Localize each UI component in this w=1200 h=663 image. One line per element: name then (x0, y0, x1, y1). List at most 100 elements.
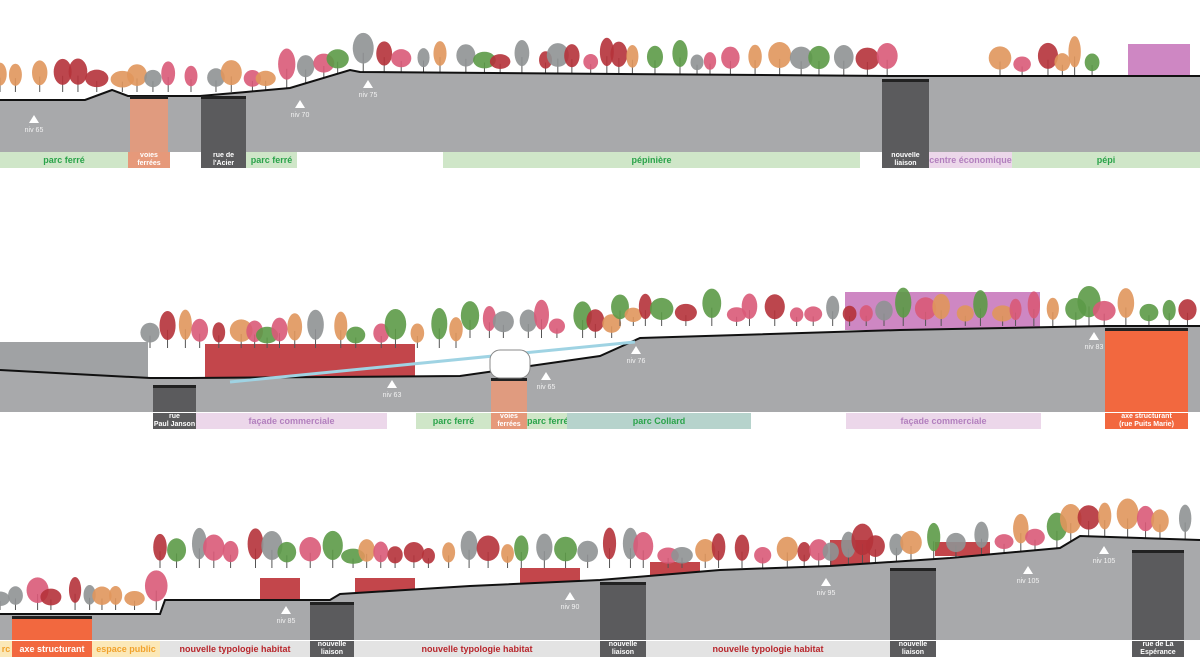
shaft-deck (890, 568, 936, 571)
level-label: niv 65 (25, 127, 44, 134)
zone-rail: voies ferrées (491, 413, 527, 429)
level-marker (387, 380, 397, 388)
zone-road: nouvelle liaison (890, 641, 936, 657)
tree (391, 49, 412, 68)
tree (734, 534, 750, 561)
tree (988, 46, 1012, 70)
axis-shaft (1105, 328, 1188, 412)
tree (992, 305, 1014, 322)
road-shaft (600, 582, 646, 640)
tree (748, 44, 762, 69)
shaft-deck (882, 79, 929, 82)
building (1128, 44, 1190, 80)
tree (421, 548, 435, 564)
zone-rail: voies ferrées (128, 152, 170, 168)
level-label: niv 105 (1093, 558, 1116, 565)
tree (191, 318, 209, 342)
tree (1116, 498, 1139, 530)
zone-yellow: rc (0, 641, 12, 657)
tree (1162, 299, 1176, 321)
tree (776, 536, 798, 561)
tree (1013, 56, 1031, 72)
zone-grey: nouvelle typologie habitat (646, 641, 890, 657)
tree (203, 534, 225, 561)
level-marker (541, 372, 551, 380)
tree (638, 293, 652, 320)
tree (184, 65, 198, 87)
tree (973, 290, 988, 319)
zone-green: parc ferré (527, 413, 567, 429)
tree (144, 570, 168, 602)
tree (974, 521, 989, 548)
tree (624, 307, 643, 323)
level-label: niv 70 (291, 112, 310, 119)
ground (0, 70, 1200, 152)
tree (229, 319, 253, 342)
tree (586, 309, 605, 332)
tree (741, 293, 758, 319)
zone-teal: parc Collard (567, 413, 751, 429)
level-marker (631, 346, 641, 354)
tree (789, 46, 813, 70)
tree (826, 295, 840, 320)
tree (489, 54, 511, 69)
tree (1054, 53, 1071, 72)
shaft-deck (1132, 550, 1184, 553)
tree (296, 55, 315, 78)
tree (1139, 303, 1159, 322)
zone-grey: nouvelle typologie habitat (354, 641, 600, 657)
tree (895, 287, 912, 318)
tree (1009, 298, 1022, 321)
shaft-deck (1105, 328, 1188, 331)
tree (243, 70, 262, 87)
tree (534, 299, 549, 330)
tree (442, 542, 456, 563)
tree (431, 308, 448, 340)
tree (808, 45, 830, 70)
tree (1077, 505, 1100, 530)
road-shaft (890, 568, 936, 640)
tree (299, 537, 322, 562)
building (260, 578, 300, 600)
tree (1151, 509, 1169, 533)
tree (994, 534, 1014, 550)
tree (373, 541, 389, 563)
level-marker (1023, 566, 1033, 574)
tree (384, 308, 407, 340)
level-label: niv 83 (1085, 344, 1104, 351)
tree (492, 311, 514, 333)
tree (1027, 291, 1041, 319)
tree (1092, 300, 1116, 321)
zone-road: nouvelle liaison (310, 641, 354, 657)
tree (222, 540, 239, 563)
tree (191, 527, 207, 560)
tree (822, 542, 839, 561)
tree (768, 41, 792, 69)
tree (126, 64, 148, 87)
tree (153, 533, 167, 561)
tree (1025, 528, 1045, 546)
tree (900, 530, 922, 555)
ground-line (0, 534, 1200, 615)
zone-axis: axe structurant (12, 641, 92, 657)
tree (460, 301, 480, 331)
tree (346, 326, 366, 344)
tree (1117, 288, 1135, 318)
tree (501, 544, 514, 563)
zone-yellow: espace public (92, 641, 160, 657)
tree (764, 294, 785, 320)
level-label: niv 105 (1017, 578, 1040, 585)
tree (83, 585, 96, 605)
tree (1098, 502, 1112, 530)
tree (889, 533, 904, 556)
tree (564, 44, 580, 68)
tree (956, 305, 974, 322)
tree (85, 69, 109, 88)
tree (387, 546, 403, 564)
tree (207, 68, 225, 87)
tree (482, 305, 496, 332)
tree (519, 309, 537, 332)
tree (159, 311, 176, 341)
tree (352, 32, 374, 64)
